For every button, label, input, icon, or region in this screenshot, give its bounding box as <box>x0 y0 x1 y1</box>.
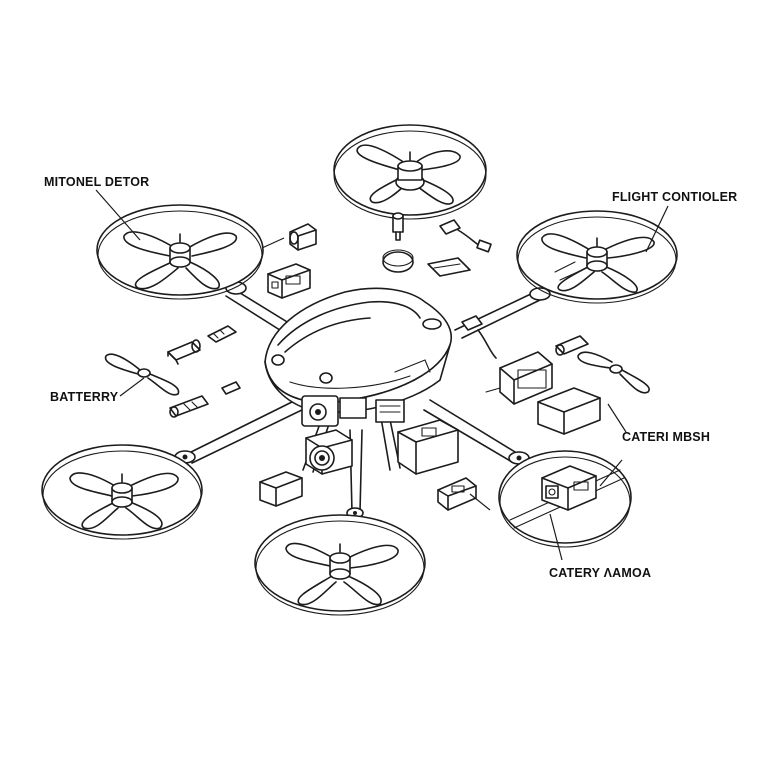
sensor-cable-icon <box>439 219 492 253</box>
battery-pack-icon <box>259 471 303 507</box>
controller-board-icon <box>485 351 553 405</box>
motor-cap-icon <box>382 249 414 273</box>
label-camera: CATERY ɅAMOA <box>549 566 652 580</box>
motor-part-left-icon <box>289 223 317 251</box>
payload-box <box>397 419 459 475</box>
rotor-back-left <box>96 204 264 300</box>
camera-module-icon <box>541 465 597 511</box>
camera-housing-icon <box>537 387 601 435</box>
label-motor-detector: MITONEL DETOR <box>44 175 150 189</box>
rotor-front-center <box>254 514 426 616</box>
arm-front-left <box>184 397 307 464</box>
connector-block-icon <box>437 477 477 511</box>
rotor-back-right <box>516 210 678 304</box>
main-camera-icon <box>305 429 353 475</box>
rotor-front-left <box>41 444 203 540</box>
flight-board-icon <box>427 257 471 277</box>
propeller-loose-left-icon <box>104 353 180 396</box>
esc-module-icon <box>267 263 311 299</box>
label-camera-mesh: CATERI MBSH <box>622 430 711 444</box>
drone-body <box>264 287 452 414</box>
label-battery: BATTERRY <box>50 390 119 404</box>
battery-cell-right-icon <box>555 335 589 356</box>
small-cylinder-icon <box>221 381 241 395</box>
cable-connector-right-icon <box>461 315 497 359</box>
leader-lines <box>95 189 669 561</box>
battery-cell-lower-icon <box>169 395 209 418</box>
bolt-part-icon <box>207 325 237 343</box>
gimbal-assembly <box>301 395 405 427</box>
rotor-top-center <box>333 124 487 220</box>
label-flight-controller: FLIGHT CONTIOLER <box>612 190 738 204</box>
arm-back-right <box>454 291 541 339</box>
connector-pin-icon <box>392 212 404 241</box>
battery-cell-left-icon <box>167 339 201 365</box>
arm-front-right <box>423 399 521 463</box>
propeller-loose-right-icon <box>577 351 650 394</box>
